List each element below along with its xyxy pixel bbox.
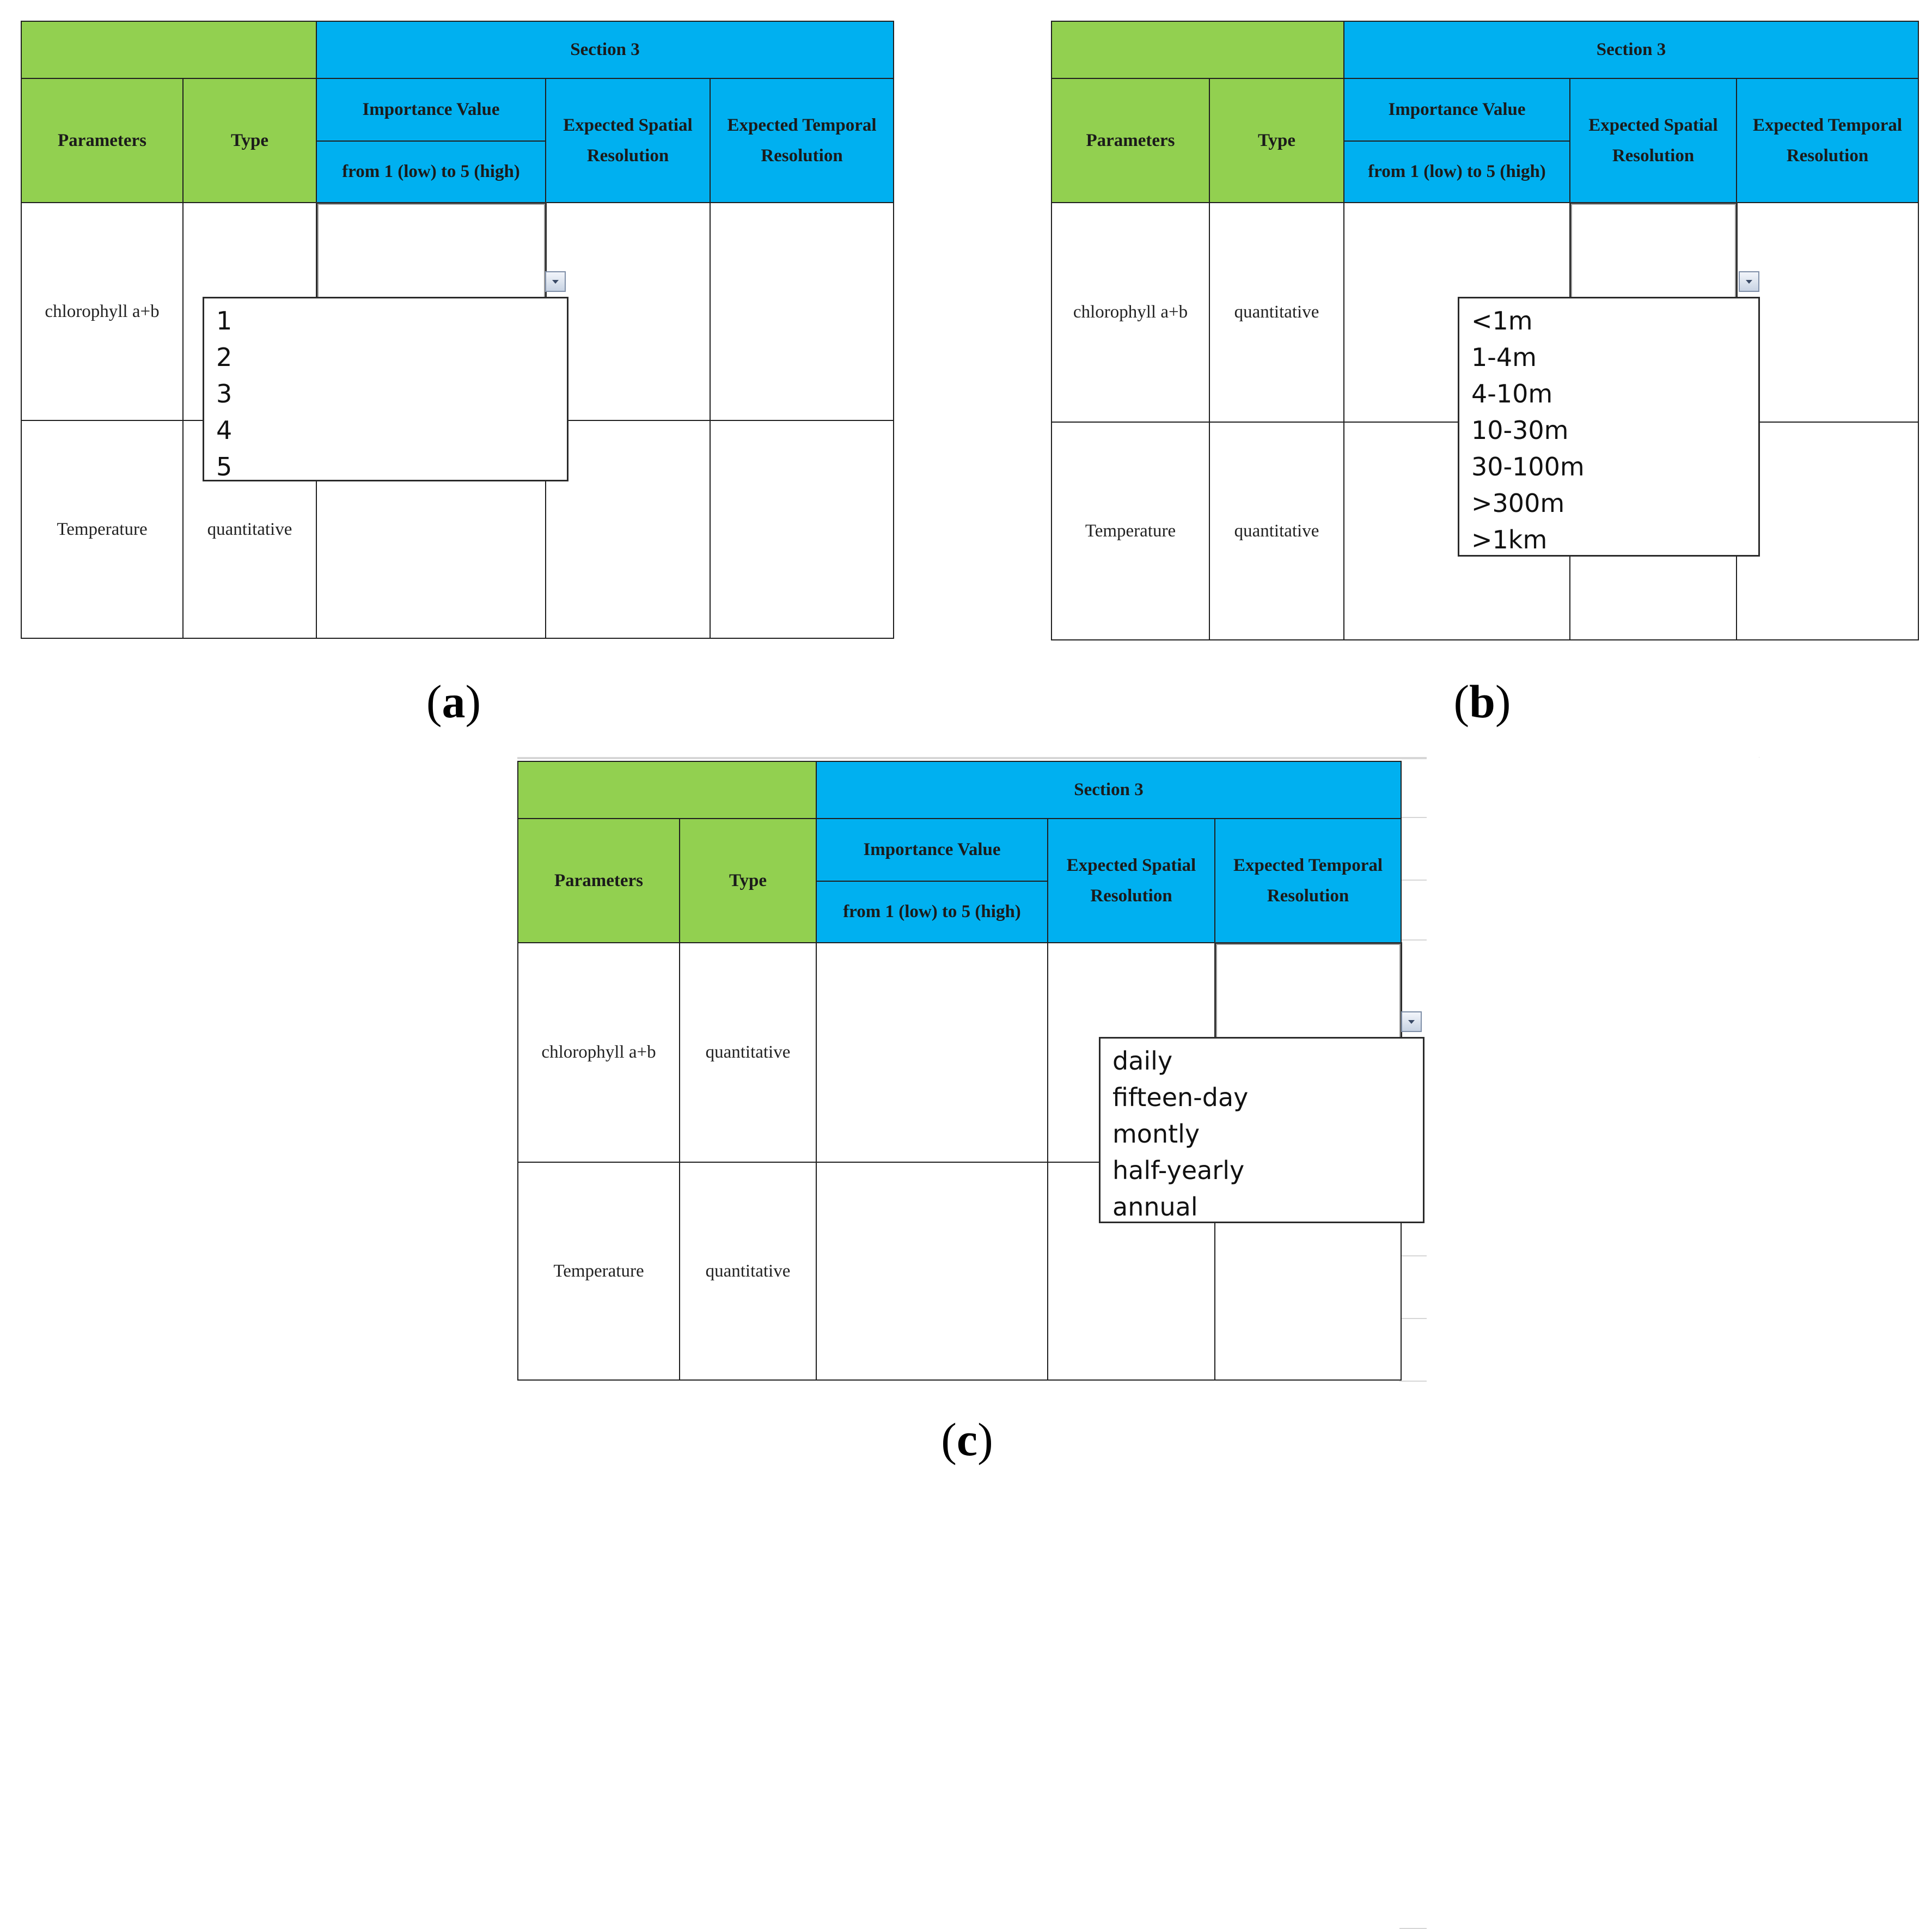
expected-temporal-header: Expected Temporal Resolution xyxy=(710,78,894,203)
dropdown-arrow-button[interactable] xyxy=(1739,271,1759,292)
cell-parameter-row2[interactable]: Temperature xyxy=(517,1162,680,1381)
expected-spatial-header: Expected Spatial Resolution xyxy=(545,78,711,203)
dropdown-option-2[interactable]: 2 xyxy=(216,343,233,372)
cell-importance-row1[interactable] xyxy=(816,942,1048,1163)
importance-value-header: Importance Value xyxy=(1343,78,1570,142)
dropdown-option-5[interactable]: 30-100m xyxy=(1471,452,1585,481)
dropdown-option-3[interactable]: 3 xyxy=(216,379,233,408)
expected-spatial-header: Expected Spatial Resolution xyxy=(1569,78,1737,203)
dropdown-option-1[interactable]: 1 xyxy=(216,306,233,335)
header-blank-green xyxy=(1051,21,1344,79)
expected-spatial-header: Expected Spatial Resolution xyxy=(1047,818,1215,943)
dropdown-option-2[interactable]: 1-4m xyxy=(1471,343,1537,372)
panel-b: Section 3 Parameters Type Importance Val… xyxy=(1051,21,1919,642)
dropdown-option-6[interactable]: >300m xyxy=(1471,489,1565,518)
dropdown-option-3[interactable]: 4-10m xyxy=(1471,379,1553,408)
importance-value-header: Importance Value xyxy=(316,78,546,142)
cell-type-row2[interactable]: quantitative xyxy=(1209,422,1344,640)
dropdown-arrow-button[interactable] xyxy=(545,271,566,292)
parameters-header: Parameters xyxy=(517,818,680,943)
header-blank-green xyxy=(517,761,817,819)
caption-a: (a) xyxy=(426,675,481,728)
panel-a: Section 3 Parameters Type Importance Val… xyxy=(21,21,894,642)
dropdown-option-5[interactable]: annual xyxy=(1112,1192,1198,1222)
panel-c: Section 3 Parameters Type Importance Val… xyxy=(517,761,1427,1387)
cell-parameter-row1[interactable]: chlorophyll a+b xyxy=(517,942,680,1163)
type-header: Type xyxy=(679,818,817,943)
chevron-down-icon xyxy=(1408,1020,1415,1024)
type-header: Type xyxy=(1209,78,1344,203)
section-header: Section 3 xyxy=(316,21,894,79)
importance-range-header: from 1 (low) to 5 (high) xyxy=(1343,141,1570,203)
cell-parameter-row2[interactable]: Temperature xyxy=(21,420,184,639)
cell-spatial-row2[interactable] xyxy=(545,420,711,639)
importance-range-header: from 1 (low) to 5 (high) xyxy=(316,141,546,203)
cell-parameter-row2[interactable]: Temperature xyxy=(1051,422,1210,640)
cell-temporal-row2[interactable] xyxy=(1736,422,1919,640)
caption-c: (c) xyxy=(941,1413,993,1466)
dropdown-option-4[interactable]: 10-30m xyxy=(1471,416,1569,445)
parameters-header: Parameters xyxy=(21,78,184,203)
dropdown-option-5[interactable]: 5 xyxy=(216,452,233,481)
cell-type-row1[interactable]: quantitative xyxy=(679,942,817,1163)
cell-type-row2[interactable]: quantitative xyxy=(679,1162,817,1381)
header-blank-green xyxy=(21,21,317,79)
chevron-down-icon xyxy=(1746,280,1752,284)
dropdown-option-1[interactable]: daily xyxy=(1112,1046,1173,1076)
importance-value-header: Importance Value xyxy=(816,818,1048,882)
dropdown-list[interactable]: <1m 1-4m 4-10m 10-30m 30-100m >300m >1km xyxy=(1458,297,1760,557)
cell-temporal-row2[interactable] xyxy=(710,420,894,639)
importance-range-header: from 1 (low) to 5 (high) xyxy=(816,881,1048,943)
cell-temporal-row1[interactable] xyxy=(1736,202,1919,423)
chevron-down-icon xyxy=(552,280,559,284)
expected-temporal-header: Expected Temporal Resolution xyxy=(1736,78,1919,203)
dropdown-option-3[interactable]: montly xyxy=(1112,1119,1200,1149)
caption-b: (b) xyxy=(1453,675,1511,728)
dropdown-option-1[interactable]: <1m xyxy=(1471,306,1533,335)
parameters-header: Parameters xyxy=(1051,78,1210,203)
cell-parameter-row1[interactable]: chlorophyll a+b xyxy=(21,202,184,421)
dropdown-list[interactable]: daily fifteen-day montly half-yearly ann… xyxy=(1099,1037,1424,1223)
cell-type-row1[interactable]: quantitative xyxy=(1209,202,1344,423)
dropdown-option-7[interactable]: >1km xyxy=(1471,525,1548,554)
section-header: Section 3 xyxy=(816,761,1402,819)
expected-temporal-header: Expected Temporal Resolution xyxy=(1214,818,1402,943)
dropdown-list[interactable]: 1 2 3 4 5 xyxy=(203,297,568,481)
cell-spatial-row1[interactable] xyxy=(545,202,711,421)
dropdown-arrow-button[interactable] xyxy=(1401,1011,1422,1032)
dropdown-option-4[interactable]: half-yearly xyxy=(1112,1156,1245,1185)
dropdown-option-4[interactable]: 4 xyxy=(216,416,233,445)
type-header: Type xyxy=(182,78,317,203)
dropdown-option-2[interactable]: fifteen-day xyxy=(1112,1083,1249,1112)
section-header: Section 3 xyxy=(1343,21,1919,79)
cell-importance-row2[interactable] xyxy=(816,1162,1048,1381)
cell-temporal-row1[interactable] xyxy=(710,202,894,421)
cell-parameter-row1[interactable]: chlorophyll a+b xyxy=(1051,202,1210,423)
